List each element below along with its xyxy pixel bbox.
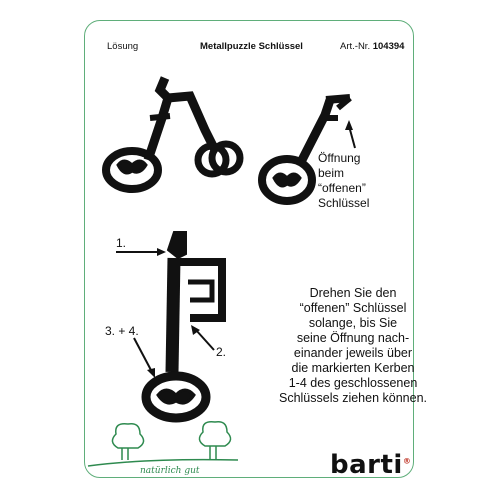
art-number: 104394: [372, 41, 405, 52]
open-key-label-line: “offenen”: [318, 181, 366, 195]
mark-1-arrowhead: [157, 248, 166, 256]
brand-logo: barti®: [330, 450, 411, 480]
instruction-line: “offenen” Schlüssel: [299, 301, 407, 315]
open-key-label: Öffnung beim “offenen” Schlüssel: [318, 151, 398, 211]
closed-key-icon: [102, 76, 244, 193]
opening-arrowhead: [345, 120, 353, 130]
large-key-icon: [141, 231, 226, 423]
tree-icon: [87, 420, 239, 467]
art-prefix: Art.-Nr.: [340, 41, 371, 52]
tagline: natürlich gut: [140, 466, 200, 476]
instruction-line: solange, bis Sie: [308, 316, 398, 330]
mark-2-arrow: [195, 329, 215, 351]
mark-2-label: 2.: [216, 345, 227, 359]
instructions: Drehen Sie den “offenen” Schlüssel solan…: [258, 286, 448, 406]
instruction-line: seine Öffnung nach-: [296, 331, 410, 345]
mark-1-label: 1.: [116, 236, 127, 250]
instruction-line: Drehen Sie den: [309, 286, 397, 300]
open-key-icon: [258, 94, 352, 205]
mark-34-arrow: [133, 337, 153, 373]
instruction-line: die markierten Kerben: [291, 361, 415, 375]
mark-34-label: 3. + 4.: [105, 324, 139, 338]
mark-2-arrowhead: [191, 325, 200, 335]
header-art-number: Art.-Nr. 104394: [340, 41, 404, 52]
open-key-label-line: Öffnung: [318, 151, 361, 165]
instruction-line: Schlüssels ziehen können.: [278, 391, 427, 405]
header-title: Metallpuzzle Schlüssel: [200, 41, 303, 52]
instruction-line: einander jeweils über: [293, 346, 413, 360]
logo-mark-icon: ®: [402, 456, 412, 466]
instruction-line: 1-4 des geschlossenen: [288, 376, 418, 390]
header-left: Lösung: [107, 41, 139, 52]
open-key-label-line: beim: [318, 166, 345, 180]
card-border: [84, 20, 414, 478]
mark-34-arrowhead: [147, 368, 155, 378]
open-key-label-line: Schlüssel: [318, 196, 370, 210]
brand-logo-text: barti: [330, 450, 403, 480]
